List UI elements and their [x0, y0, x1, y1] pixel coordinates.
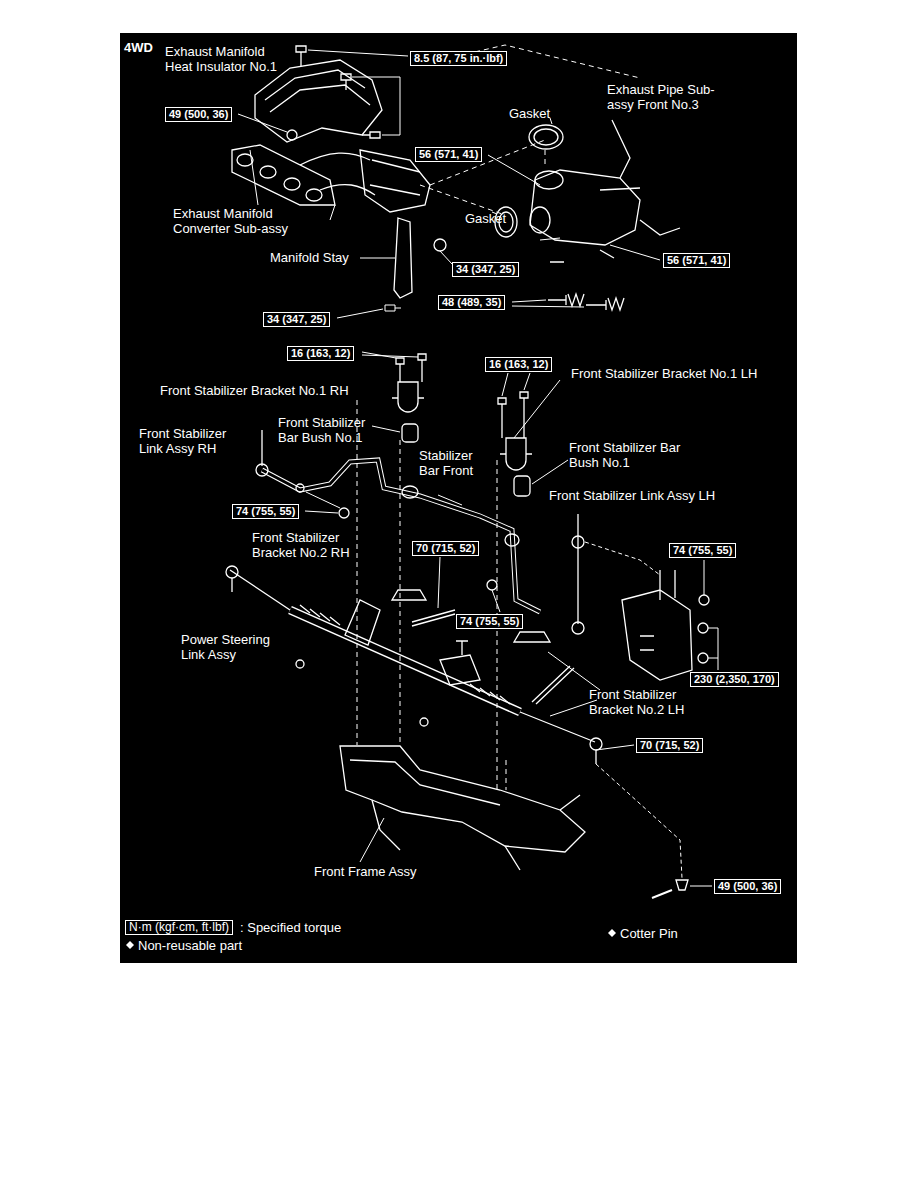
torque-value: 230 (2,350, 170) — [694, 673, 775, 685]
torque-box: 8.5 (87, 75 in.·lbf) — [410, 51, 507, 66]
part-name: Exhaust Manifold Converter Sub-assy — [173, 206, 297, 236]
part-name: Front Stabilizer Bar Bush No.1 — [569, 440, 703, 470]
torque-box: 34 (347, 25) — [452, 262, 519, 277]
part-name: Exhaust Pipe Sub-assy Front No.3 — [607, 82, 741, 112]
variant-label: 4WD — [124, 40, 164, 55]
part-name: Stabilizer Bar Front — [419, 448, 493, 478]
torque-box: 74 (755, 55) — [669, 543, 736, 558]
torque-box: 49 (500, 36) — [714, 879, 781, 894]
torque-value: 70 (715, 52) — [416, 542, 475, 554]
part-name: Front Stabilizer Bracket No.1 RH — [160, 383, 400, 398]
part-name: Front Stabilizer Link Assy LH — [549, 488, 769, 503]
part-name: Front Stabilizer Bracket No.1 LH — [571, 366, 793, 381]
torque-box: 49 (500, 36) — [165, 107, 232, 122]
torque-value: 49 (500, 36) — [718, 880, 777, 892]
torque-value: 16 (163, 12) — [489, 358, 548, 370]
part-name: Exhaust Manifold Heat Insulator No.1 — [165, 44, 279, 74]
torque-box: 16 (163, 12) — [485, 357, 552, 372]
torque-value: N·m (kgf·cm, ft·lbf) — [129, 920, 229, 934]
torque-box: 16 (163, 12) — [287, 346, 354, 361]
part-name: Manifold Stay — [270, 250, 370, 265]
torque-box: 56 (571, 41) — [415, 147, 482, 162]
torque-value: 16 (163, 12) — [291, 347, 350, 359]
torque-value: 74 (755, 55) — [673, 544, 732, 556]
part-name: Gasket — [465, 211, 525, 226]
torque-value: 70 (715, 52) — [640, 739, 699, 751]
torque-value: 34 (347, 25) — [456, 263, 515, 275]
part-name: Power Steering Link Assy — [181, 632, 285, 662]
torque-value: 56 (571, 41) — [667, 254, 726, 266]
torque-box: 230 (2,350, 170) — [690, 672, 779, 687]
part-name: Gasket — [509, 106, 569, 121]
torque-box: 70 (715, 52) — [412, 541, 479, 556]
part-name: Front Frame Assy — [314, 864, 454, 879]
torque-box: 48 (489, 35) — [438, 295, 505, 310]
torque-value: 74 (755, 55) — [460, 615, 519, 627]
part-name: Front Stabilizer Bracket No.2 LH — [589, 687, 703, 717]
torque-value: 34 (347, 25) — [267, 313, 326, 325]
torque-value: 49 (500, 36) — [169, 108, 228, 120]
part-name: Cotter Pin — [620, 926, 740, 941]
torque-box: 74 (755, 55) — [456, 614, 523, 629]
torque-box: 34 (347, 25) — [263, 312, 330, 327]
torque-value: 8.5 (87, 75 in.·lbf) — [414, 52, 503, 64]
torque-box: N·m (kgf·cm, ft·lbf) — [125, 920, 233, 935]
torque-value: 48 (489, 35) — [442, 296, 501, 308]
torque-value: 56 (571, 41) — [419, 148, 478, 160]
part-name: Front Stabilizer Link Assy RH — [139, 426, 247, 456]
part-name: Front Stabilizer Bar Bush No.1 — [278, 415, 384, 445]
torque-box: 70 (715, 52) — [636, 738, 703, 753]
legend-text: Non-reusable part — [138, 938, 242, 953]
legend-text: : Specified torque — [240, 920, 341, 935]
part-name: Front Stabilizer Bracket No.2 RH — [252, 530, 366, 560]
torque-box: 56 (571, 41) — [663, 253, 730, 268]
torque-box: 74 (755, 55) — [232, 504, 299, 519]
torque-value: 74 (755, 55) — [236, 505, 295, 517]
